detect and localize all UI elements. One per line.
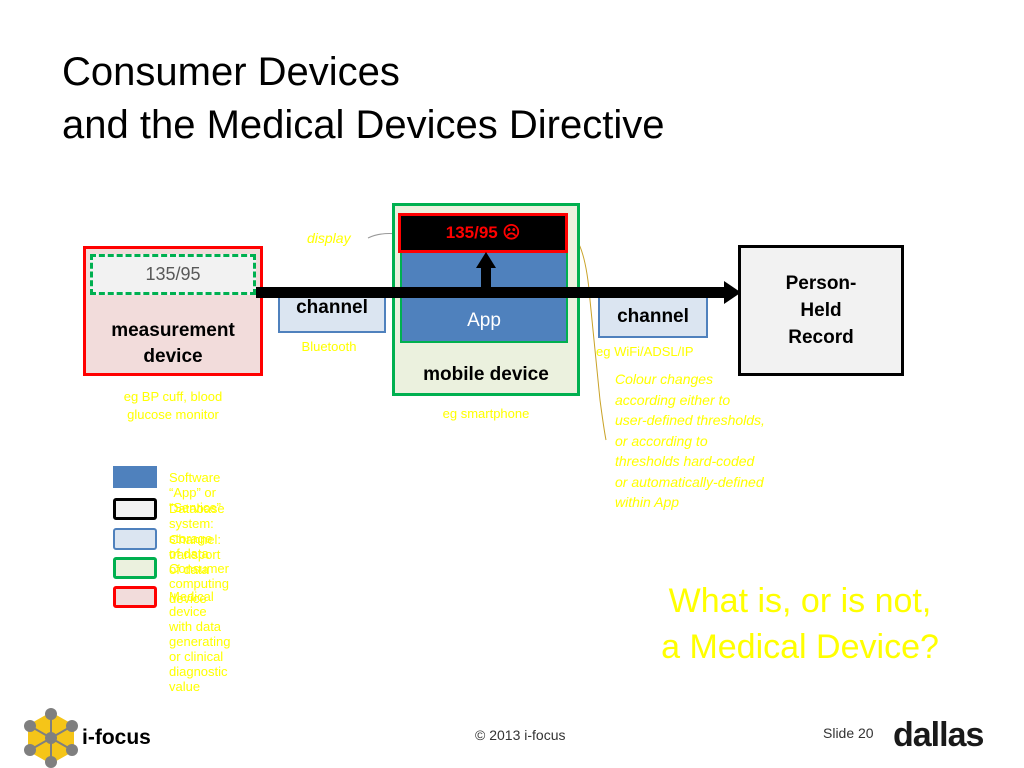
legend-swatch-medical: [113, 586, 157, 608]
mobile-device-label: mobile device: [423, 364, 549, 385]
display-caption: display: [307, 230, 351, 246]
display-reading: 135/95 ☹: [445, 223, 521, 242]
title-line-1: Consumer Devices: [62, 50, 400, 94]
measurement-device-label: measurement device: [83, 318, 263, 370]
measurement-device-caption: eg BP cuff, blood glucose monitor: [83, 388, 263, 424]
legend-label-channel: Channel: transport of data: [169, 532, 222, 577]
colour-note-line: or automatically-defined: [615, 473, 764, 490]
up-arrow-shaft: [481, 266, 491, 290]
measurement-caption-line-1: eg BP cuff, blood: [123, 389, 223, 404]
measurement-caption-line-2: glucose monitor: [127, 407, 219, 422]
record-line-1: Person-: [785, 273, 857, 294]
legend-swatch-consumer: [113, 557, 157, 579]
channel-right-caption: eg WiFi/ADSL/IP: [596, 344, 694, 359]
title-line-2: and the Medical Devices Directive: [62, 103, 665, 147]
legend-label-database: Database system: storage of data: [169, 501, 225, 561]
channel-left-caption: Bluetooth: [301, 339, 357, 354]
legend-label-medical: Medical device with data generating or c…: [169, 589, 231, 694]
mobile-device-caption: eg smartphone: [442, 406, 530, 421]
channel-right-label: channel: [617, 306, 689, 327]
colour-change-note: Colour changes according either to user-…: [615, 369, 765, 513]
data-flow-arrow-shaft: [256, 287, 726, 298]
channel-left-label: channel: [296, 296, 368, 318]
hexagon-logo-icon: [24, 708, 78, 768]
colour-note-line: thresholds hard-coded: [615, 453, 755, 469]
legend-label-app: Software “App” or “Service”: [169, 470, 222, 515]
display-box: 135/95 ☹: [398, 213, 568, 253]
colour-note-line: according either to: [615, 391, 731, 408]
data-flow-arrow-head: [724, 281, 741, 304]
dallas-logo: dallas: [893, 716, 984, 754]
colour-note-leader: [567, 231, 607, 441]
measurement-reading-box: 135/95: [90, 254, 256, 295]
person-held-record-box: Person- Held Record: [738, 245, 904, 376]
colour-note-line: Colour changes: [615, 371, 714, 387]
up-arrow-head: [476, 252, 496, 268]
colour-note-line: within App: [615, 494, 680, 510]
measurement-label-line-2: device: [143, 346, 203, 367]
legend-label-consumer: Consumer computing device: [169, 561, 229, 606]
legend-swatch-channel: [113, 528, 157, 550]
measurement-label-line-1: measurement: [111, 320, 235, 341]
colour-note-line: user-defined thresholds,: [615, 412, 765, 428]
measurement-reading: 135/95: [145, 264, 201, 284]
record-line-3: Record: [788, 327, 854, 348]
question-text: What is, or is not, a Medical Device?: [610, 578, 990, 670]
app-label: App: [467, 309, 501, 331]
footer-copyright: © 2013 i-focus: [475, 727, 566, 743]
slide-number: Slide 20: [823, 725, 874, 741]
record-line-2: Held: [800, 300, 842, 321]
legend-swatch-app: [113, 466, 157, 488]
question-line-1: What is, or is not,: [668, 582, 932, 620]
colour-note-line: or according to: [615, 432, 708, 449]
slide-title: Consumer Devices and the Medical Devices…: [62, 46, 664, 152]
footer-brand: i-focus: [82, 726, 151, 749]
legend-swatch-database: [113, 498, 157, 520]
question-line-2: a Medical Device?: [661, 628, 939, 666]
